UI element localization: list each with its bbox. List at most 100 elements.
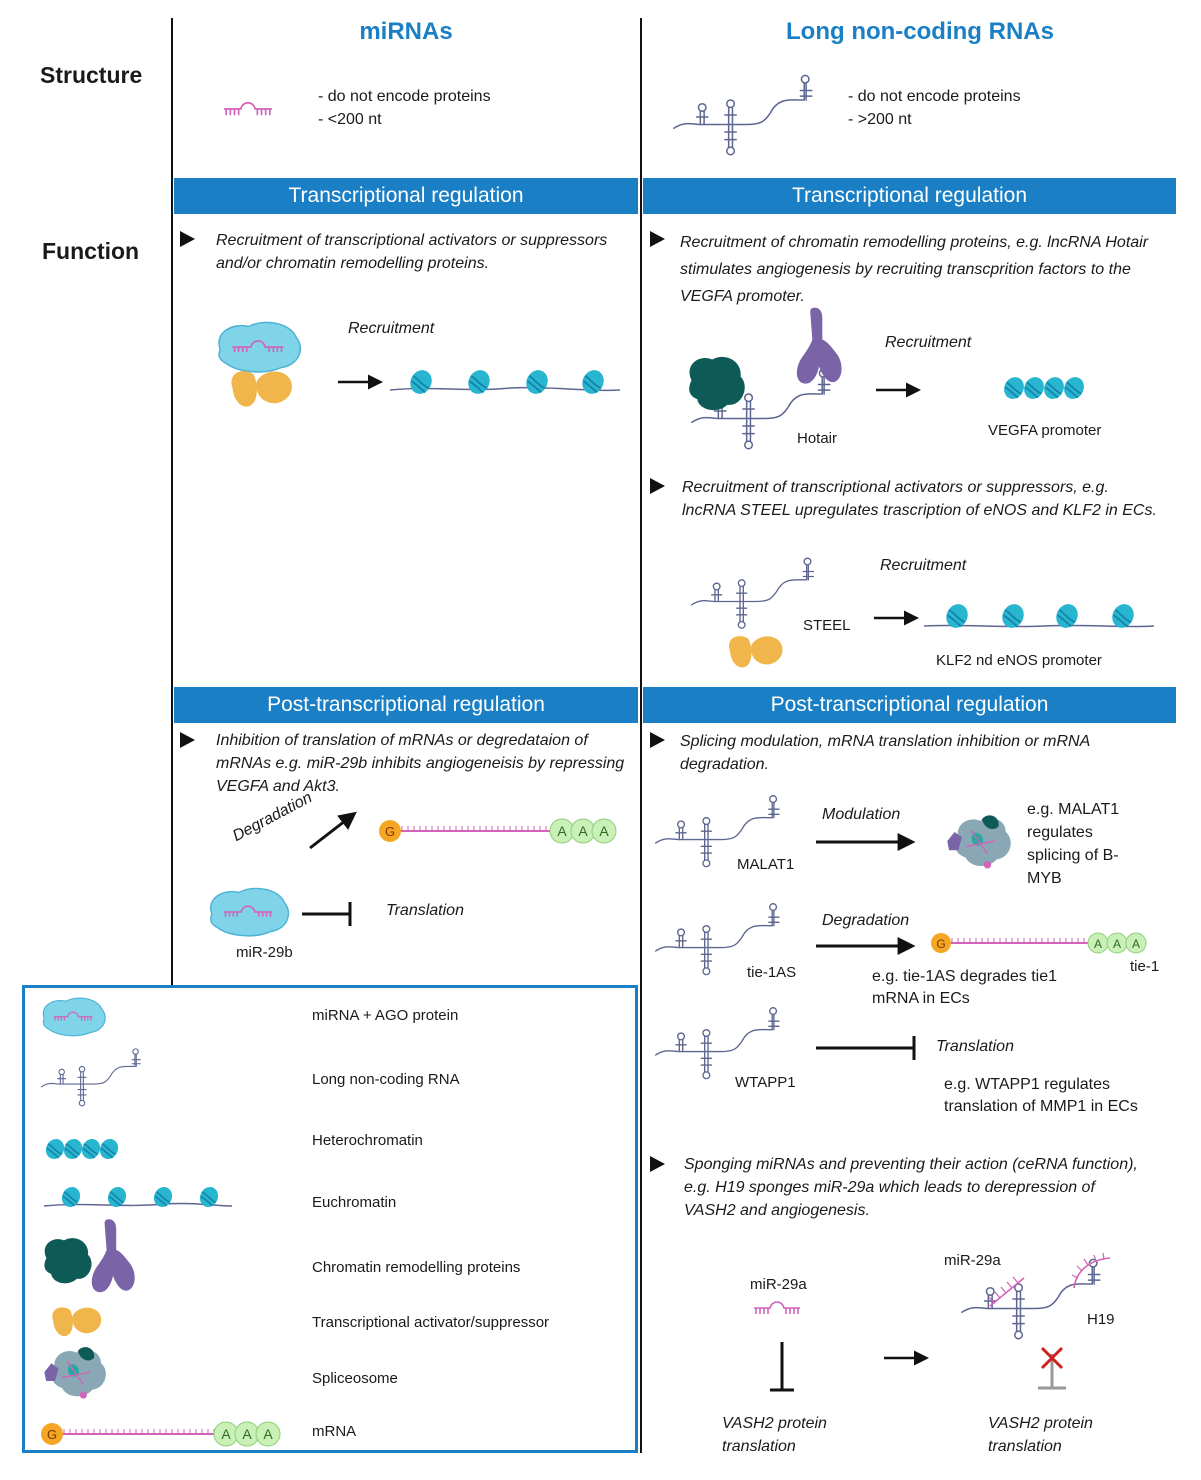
function-header: Function — [42, 238, 140, 264]
legend-box — [22, 985, 638, 1453]
legend-label-heterochromatin: Heterochromatin — [312, 1132, 423, 1149]
mirna-mrna-diagram: G A A A — [379, 818, 617, 844]
lnc-post-bullet — [650, 732, 665, 748]
vegfa-promoter-label: VEGFA promoter — [988, 422, 1102, 439]
mirna-structure-icon — [222, 98, 274, 120]
tie1-polya-3: A — [1132, 937, 1140, 951]
tie1-note: e.g. tie-1AS degrades tie1 mRNA in ECs — [872, 968, 1058, 1007]
steel-label: STEEL — [803, 617, 851, 634]
mrna-cap-letter: G — [385, 824, 395, 839]
legend-label-mirna-ago: miRNA + AGO protein — [312, 1007, 459, 1024]
vash2-left-label: VASH2 protein translation — [722, 1415, 827, 1455]
mir29a-left-label: miR-29a — [750, 1276, 807, 1293]
malat1-label: MALAT1 — [737, 856, 795, 873]
hotair-bullet — [650, 231, 665, 247]
mirna-degradation-arrow — [309, 811, 357, 850]
modulation-arrow — [816, 833, 916, 851]
activator-icon — [226, 362, 298, 414]
legend-label-euchromatin: Euchromatin — [312, 1194, 397, 1211]
legend-label-spliceosome: Spliceosome — [312, 1370, 398, 1387]
hotair-text: Recruitment of chromatin remodelling pro… — [680, 234, 1149, 305]
mirna-transcriptional-band: Transcriptional regulation — [174, 178, 638, 214]
hotair-arrow — [876, 382, 921, 398]
lnc-degradation-arrow — [816, 937, 916, 955]
mirna-structure-line-1: - do not encode proteins — [318, 88, 491, 105]
lncrna-structure-line-1: - do not encode proteins — [848, 88, 1021, 105]
tie1-polya-1: A — [1094, 937, 1102, 951]
hotair-label: Hotair — [797, 430, 838, 447]
mirna-inhibition-symbol — [302, 902, 352, 926]
tie1-polya-2: A — [1113, 937, 1121, 951]
klf2-promoter-label: KLF2 nd eNOS promoter — [936, 652, 1102, 669]
mir29b-ago-icon — [204, 884, 292, 938]
legend-cap-letter: G — [47, 1427, 57, 1442]
euchromatin-diagram — [389, 368, 621, 396]
lnc-post-text: Splicing modulation, mRNA translation in… — [680, 733, 1090, 773]
polya-letter-2: A — [578, 823, 588, 839]
structure-header: Structure — [40, 62, 143, 88]
klf2-euchromatin-diagram — [923, 602, 1155, 630]
malat1-note: e.g. MALAT1 regulates splicing of B-MYB — [1027, 801, 1120, 887]
legend-euchromatin-icon — [43, 1184, 233, 1210]
legend-label-mrna: mRNA — [312, 1423, 357, 1440]
sponge-arrow — [884, 1350, 929, 1366]
tie1as-label: tie-1AS — [747, 964, 797, 981]
mirna-transcriptional-bullet — [180, 231, 195, 247]
spliceosome-icon — [944, 810, 1020, 874]
left-divider — [171, 18, 173, 986]
lncrna-post-band: Post-transcriptional regulation — [643, 687, 1176, 723]
steel-recruitment-label: Recruitment — [880, 557, 967, 574]
legend-lncrna-icon — [40, 1040, 162, 1116]
legend-label-remodelling: Chromatin remodelling proteins — [312, 1259, 521, 1276]
mirna-recruitment-arrow — [338, 374, 383, 390]
sponge-bullet — [650, 1156, 665, 1172]
tie1-mrna-diagram: G A A A — [931, 932, 1147, 954]
legend-remodeller-purple-icon — [88, 1218, 138, 1298]
legend-mirna-ago-icon — [38, 995, 108, 1037]
steel-arrow — [874, 610, 919, 626]
mirna-post-bullet — [180, 732, 195, 748]
legend-polya-3: A — [263, 1426, 273, 1442]
polya-letter-1: A — [557, 823, 567, 839]
mir29a-inhibition — [770, 1342, 794, 1392]
lncrnas-header: Long non-coding RNAs — [786, 18, 1054, 45]
legend-label-activator: Transcriptional activator/suppressor — [312, 1314, 550, 1331]
lncrna-transcriptional-band: Transcriptional regulation — [643, 178, 1176, 214]
mirna-recruitment-label: Recruitment — [348, 320, 435, 337]
remodeller-purple-icon — [794, 306, 844, 390]
lncrna-structure-icon — [672, 68, 842, 164]
legend-activator-icon — [48, 1300, 106, 1342]
modulation-label: Modulation — [822, 806, 901, 823]
polya-letter-3: A — [599, 823, 609, 839]
mirna-transcriptional-text: Recruitment of transcriptional activator… — [216, 232, 608, 272]
h19-label: H19 — [1087, 1311, 1115, 1328]
legend-polya-1: A — [221, 1426, 231, 1442]
middle-divider — [640, 18, 642, 1453]
hotair-recruitment-label: Recruitment — [885, 334, 972, 351]
tie1-cap-letter: G — [936, 937, 945, 951]
legend-polya-2: A — [242, 1426, 252, 1442]
mir29a-right-label: miR-29a — [944, 1252, 1001, 1269]
mirna-translation-label: Translation — [386, 902, 464, 919]
lncrna-structure-line-2: - >200 nt — [848, 111, 912, 128]
vash2-right-label: VASH2 protein translation — [988, 1415, 1093, 1455]
tie1-label: tie-1 — [1130, 958, 1160, 975]
mir29a-bound-right — [1071, 1252, 1111, 1289]
steel-bullet — [650, 478, 665, 494]
wtapp1-note: e.g. WTAPP1 regulates translation of MMP… — [944, 1076, 1138, 1115]
legend-label-lncrna: Long non-coding RNA — [312, 1071, 460, 1088]
mir29b-label: miR-29b — [236, 944, 293, 961]
lnc-degradation-label: Degradation — [822, 912, 910, 929]
lnc-translation-inhibition — [816, 1036, 916, 1060]
mirna-structure-line-2: - <200 nt — [318, 111, 382, 128]
mirnas-header: miRNAs — [359, 18, 453, 45]
mir29a-bound-left — [988, 1276, 1025, 1307]
lnc-translation-label: Translation — [936, 1038, 1014, 1055]
steel-activator-icon — [724, 628, 788, 674]
legend-heterochromatin-icon — [44, 1136, 120, 1162]
heterochromatin-diagram — [1002, 374, 1086, 402]
wtapp1-label: WTAPP1 — [735, 1074, 796, 1091]
legend-mrna-icon: G A A A — [41, 1421, 281, 1447]
mirna-post-band: Post-transcriptional regulation — [174, 687, 638, 723]
sponge-text: Sponging miRNAs and preventing their act… — [684, 1156, 1138, 1219]
